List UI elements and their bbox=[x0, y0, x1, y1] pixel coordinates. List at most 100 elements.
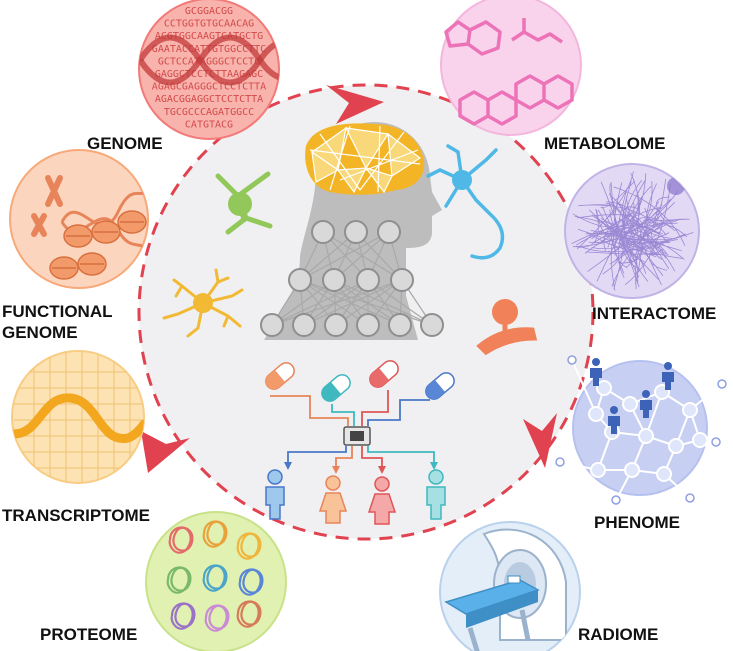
pill-orange-icon bbox=[265, 362, 295, 390]
label-proteome: PROTEOME bbox=[40, 625, 138, 644]
network-edge bbox=[271, 279, 369, 326]
arrowhead bbox=[378, 466, 386, 474]
network-edge bbox=[299, 279, 401, 326]
cycle-arrow-left bbox=[141, 431, 190, 473]
network-node bbox=[567, 355, 577, 365]
network-node bbox=[590, 462, 606, 478]
sequence-line: CATGTACG bbox=[185, 119, 233, 130]
functional-genome-circle bbox=[9, 149, 149, 289]
protein-icon bbox=[204, 604, 230, 632]
network-edge bbox=[271, 279, 335, 326]
metabolome-circle bbox=[440, 0, 582, 136]
protein-icon bbox=[166, 566, 192, 594]
molecule-icons bbox=[444, 18, 574, 126]
protein-icon bbox=[238, 568, 264, 596]
sequence-line: ACGTGGCAAGTCATGCTG bbox=[155, 31, 263, 42]
label-functional-genome: FUNCTIONAL GENOME bbox=[2, 301, 112, 343]
network-node bbox=[668, 438, 684, 454]
pill-red-icon bbox=[369, 360, 399, 388]
network-node bbox=[624, 462, 640, 478]
genome-circle: GCGGACGGCCTGGTGTGCAACAGACGTGGCAAGTCATGCT… bbox=[138, 0, 280, 140]
network-node bbox=[388, 313, 412, 337]
label-radiome: RADIOME bbox=[578, 625, 659, 644]
network-node bbox=[420, 313, 444, 337]
sequence-line: TGCGCCCAGATGGCC bbox=[164, 107, 254, 118]
population-network-icon bbox=[555, 355, 727, 505]
protein-icon bbox=[168, 526, 194, 554]
interaction-lines bbox=[571, 171, 694, 291]
network-node bbox=[377, 220, 401, 244]
wave-icon bbox=[12, 393, 144, 443]
network-edge bbox=[299, 231, 357, 281]
chip-icon bbox=[343, 426, 371, 446]
sequence-line: AGACGGAGGCTCCTCTTA bbox=[155, 94, 263, 105]
sequence-line: GCTCCATAGGGCTCCTC bbox=[158, 56, 260, 67]
network-node bbox=[682, 402, 698, 418]
network-edge bbox=[333, 279, 433, 326]
network-edge bbox=[303, 279, 403, 326]
network-node bbox=[711, 437, 721, 447]
network-node bbox=[611, 495, 621, 505]
neuron-green-icon bbox=[215, 171, 273, 235]
radiome-circle bbox=[439, 521, 581, 651]
person-orange-icon bbox=[318, 475, 348, 524]
chromosome-icon bbox=[31, 175, 63, 237]
protein-structure-icons bbox=[166, 520, 264, 632]
network-node bbox=[692, 432, 708, 448]
interactome-circle bbox=[564, 163, 700, 299]
brain-icon bbox=[305, 123, 425, 195]
network-edge bbox=[333, 231, 390, 281]
network-node bbox=[288, 268, 312, 292]
protein-icon bbox=[236, 600, 262, 628]
label-phenome: PHENOME bbox=[594, 513, 680, 532]
network-node bbox=[356, 268, 380, 292]
network-node bbox=[260, 313, 284, 337]
neural-network bbox=[260, 220, 444, 337]
network-edge bbox=[299, 279, 369, 326]
network-edge bbox=[335, 279, 403, 326]
network-node bbox=[311, 220, 335, 244]
network-node bbox=[356, 313, 380, 337]
pill-blue-icon bbox=[425, 372, 455, 400]
network-edge bbox=[299, 231, 390, 281]
label-interactome: INTERACTOME bbox=[592, 304, 717, 323]
person-blue-icon bbox=[265, 469, 285, 520]
protein-icon bbox=[202, 520, 228, 548]
arrowhead bbox=[332, 466, 340, 474]
neuron-blue-icon bbox=[426, 144, 505, 260]
label-functional-genome-line2: GENOME bbox=[2, 323, 78, 342]
pill-teal-icon bbox=[321, 374, 351, 402]
phenome-circle bbox=[555, 355, 727, 505]
label-genome: GENOME bbox=[87, 134, 163, 153]
sequence-line: AGAGCGAGGGCTCCTCTTA bbox=[152, 82, 266, 93]
network-edge bbox=[271, 279, 403, 326]
network-node bbox=[622, 396, 638, 412]
person-teal-icon bbox=[426, 469, 446, 520]
cycle-arrow-right bbox=[523, 413, 557, 468]
network-node bbox=[588, 406, 604, 422]
label-functional-genome-line1: FUNCTIONAL bbox=[2, 302, 113, 321]
network-node bbox=[344, 220, 368, 244]
astrocyte-icon bbox=[162, 268, 244, 338]
synapse-icon bbox=[476, 299, 538, 356]
sequence-line: GCGGACGG bbox=[185, 6, 233, 17]
cycle-arrow-top bbox=[326, 85, 384, 124]
network-node bbox=[322, 268, 346, 292]
network-node bbox=[717, 379, 727, 389]
protein-icon bbox=[202, 564, 228, 592]
network-node bbox=[596, 380, 612, 396]
proteome-circle bbox=[145, 511, 287, 651]
protein-icon bbox=[236, 532, 262, 560]
person-icon bbox=[640, 390, 652, 418]
network-node bbox=[324, 313, 348, 337]
arrowhead bbox=[430, 462, 438, 470]
network-node bbox=[390, 268, 414, 292]
mri-scanner-icon bbox=[444, 528, 567, 651]
person-icon bbox=[662, 362, 674, 390]
network-edge bbox=[333, 279, 401, 326]
protein-icon bbox=[170, 602, 196, 630]
network-edge bbox=[571, 359, 597, 415]
label-metabolome: METABOLOME bbox=[544, 134, 666, 153]
person-icon bbox=[590, 358, 602, 386]
